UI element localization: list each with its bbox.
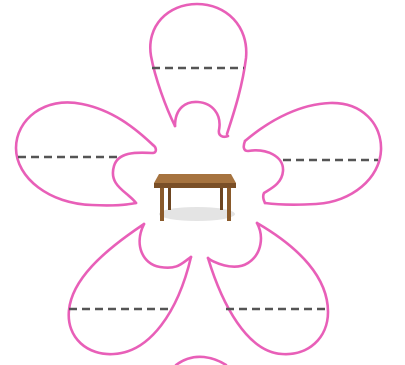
table-edge (154, 183, 236, 188)
table-leg-back-right (220, 188, 223, 210)
petal-bottom-right (208, 223, 328, 354)
table-icon (154, 174, 236, 221)
table-leg-front-left (160, 188, 164, 221)
table-top (154, 174, 236, 183)
petal-bottom-partial (176, 357, 226, 365)
petal-bottom-left (69, 224, 191, 354)
petal-right (245, 103, 381, 205)
table-leg-front-right (227, 188, 231, 221)
table-leg-back-left (168, 188, 171, 210)
